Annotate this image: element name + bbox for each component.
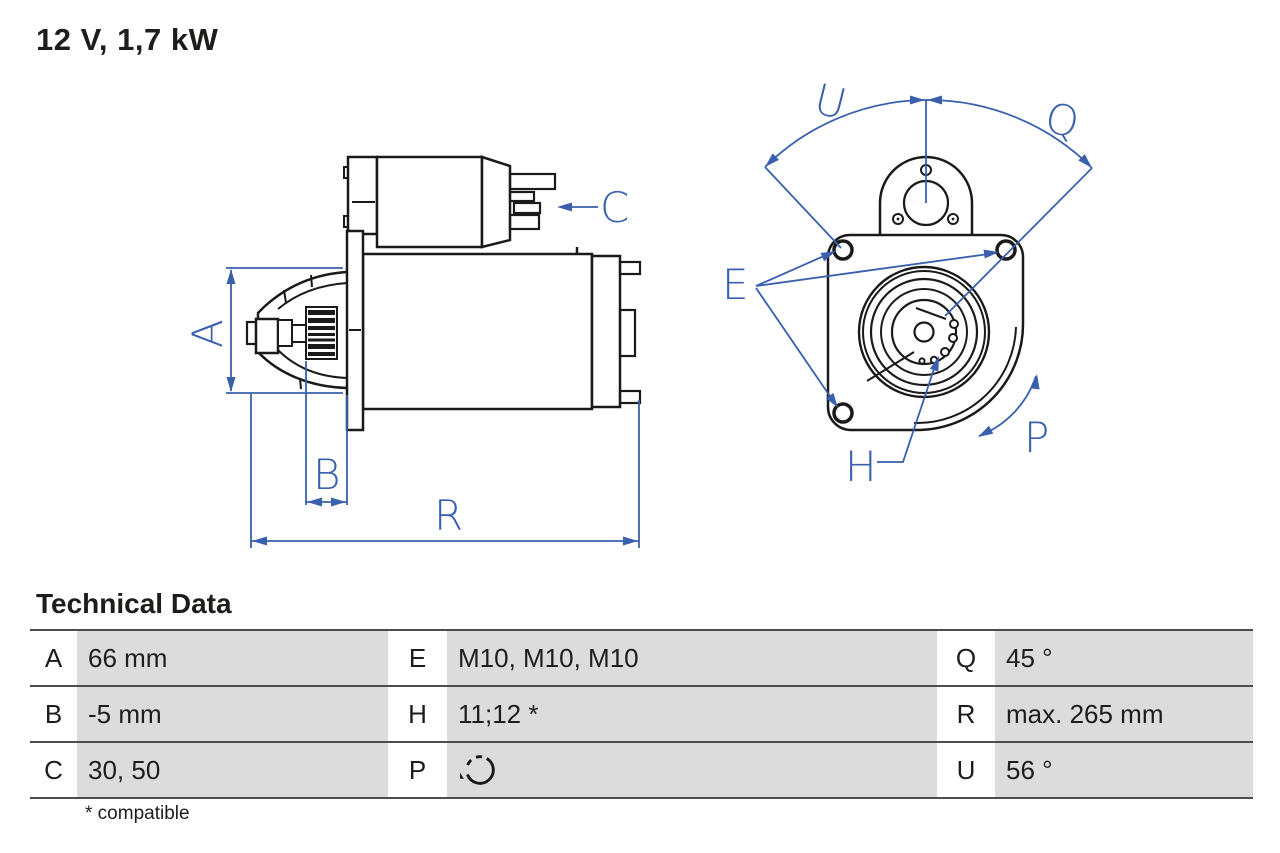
dimension-label-q: Q [1041, 93, 1084, 148]
compatibility-footnote: * compatible [85, 803, 190, 824]
dimension-label-p: P [1024, 413, 1049, 462]
table-value-e: M10, M10, M10 [447, 631, 937, 685]
starter-motor-diagram: A B C R [183, 74, 1093, 548]
dimension-label-c: C [600, 183, 629, 232]
table-value-p [447, 743, 937, 797]
dimension-label-b: B [313, 450, 341, 499]
table-key-h: H [388, 687, 447, 741]
table-key-b: B [30, 687, 77, 741]
table-row: B -5 mm H 11;12 * R max. 265 mm [30, 687, 1253, 743]
table-key-a: A [30, 631, 77, 685]
table-value-a: 66 mm [77, 631, 388, 685]
front-view-dimension-arrows [765, 95, 1092, 437]
front-view-dimensions [755, 99, 1093, 463]
table-key-p: P [388, 743, 447, 797]
side-view-dimension-labels: A B C R [183, 183, 629, 540]
technical-data-heading: Technical Data [36, 588, 232, 619]
table-key-q: Q [937, 631, 995, 685]
rotation-direction-icon [460, 755, 495, 785]
side-view-drawing [245, 155, 642, 432]
page-title: 12 V, 1,7 kW [36, 22, 219, 57]
table-value-u: 56 ° [995, 743, 1253, 797]
dimension-label-a: A [183, 319, 232, 348]
table-value-b: -5 mm [77, 687, 388, 741]
table-row: C 30, 50 P U 56 ° [30, 743, 1253, 799]
table-key-e: E [388, 631, 447, 685]
dimension-label-r: R [434, 491, 463, 540]
table-row: A 66 mm E M10, M10, M10 Q 45 ° [30, 631, 1253, 687]
technical-data-table: A 66 mm E M10, M10, M10 Q 45 ° B -5 mm H… [30, 629, 1253, 799]
table-key-u: U [937, 743, 995, 797]
table-key-c: C [30, 743, 77, 797]
side-view-dimension-arrows [226, 202, 638, 546]
table-value-h: 11;12 * [447, 687, 937, 741]
dimension-label-h: H [845, 442, 877, 491]
dimension-label-e: E [722, 260, 749, 309]
dimension-label-u: U [810, 74, 852, 129]
table-value-c: 30, 50 [77, 743, 388, 797]
table-value-r: max. 265 mm [995, 687, 1253, 741]
table-value-q: 45 ° [995, 631, 1253, 685]
table-key-r: R [937, 687, 995, 741]
